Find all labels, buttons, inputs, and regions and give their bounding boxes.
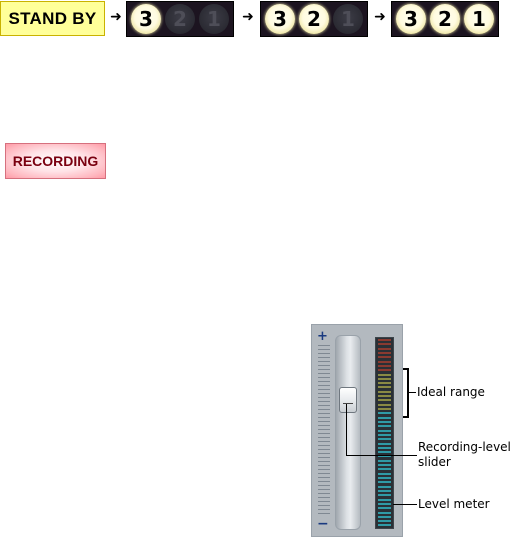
meter-segment (378, 416, 391, 419)
meter-segment (378, 390, 391, 393)
bracket-bottom (403, 416, 409, 418)
slider-label-line2: slider (418, 455, 451, 469)
recording-indicator: RECORDING (5, 143, 106, 179)
countdown-1: 3 2 1 (391, 1, 499, 37)
meter-segment (378, 446, 391, 449)
meter-segment (378, 494, 391, 497)
countdown-digit: 1 (464, 4, 494, 34)
meter-segment (378, 356, 391, 359)
meter-segment (378, 515, 391, 518)
meter-segment (378, 507, 391, 510)
meter-segment (378, 438, 391, 441)
bracket-vertical (407, 368, 409, 418)
meter-segment (378, 477, 391, 479)
countdown-digit: 3 (396, 4, 426, 34)
countdown-digit: 3 (131, 4, 161, 34)
meter-segment (378, 351, 391, 354)
slider-leader-vertical (346, 404, 347, 456)
slider-scale (318, 345, 330, 517)
meter-segment (378, 459, 391, 462)
countdown-digit: 1 (199, 4, 229, 34)
standby-indicator: STAND BY (0, 1, 105, 36)
arrow-right-icon: ➜ (374, 9, 386, 25)
countdown-digit: 2 (430, 4, 460, 34)
meter-segment (378, 377, 391, 380)
recording-label: RECORDING (12, 153, 99, 169)
slider-leader-horizontal (346, 455, 417, 456)
level-meter (375, 337, 394, 529)
meter-segment (378, 425, 391, 428)
countdown-digit: 1 (333, 4, 363, 34)
meter-segment (378, 498, 391, 501)
meter-segment (378, 386, 391, 389)
meter-segment (378, 451, 391, 454)
recording-level-slider-thumb[interactable] (339, 386, 357, 413)
ideal-range-leader (409, 392, 416, 393)
meter-segment (378, 408, 391, 410)
meter-segment (378, 399, 391, 402)
meter-segment (378, 433, 391, 436)
meter-segment (378, 420, 391, 423)
meter-segment (378, 502, 391, 505)
arrow-right-icon: ➜ (242, 9, 254, 25)
countdown-3: 3 2 1 (126, 1, 234, 37)
slider-track[interactable] (335, 335, 361, 530)
countdown-digit: 2 (165, 4, 195, 34)
meter-segment (378, 403, 391, 406)
meter-segment (378, 369, 391, 372)
recording-level-panel: + − (311, 324, 403, 537)
meter-segment (378, 468, 391, 471)
bracket-top (403, 368, 409, 370)
meter-segment (378, 339, 391, 341)
meter-segment (378, 360, 391, 363)
meter-segment (378, 524, 391, 527)
countdown-digit: 2 (299, 4, 329, 34)
meter-segment (378, 485, 391, 488)
meter-segment (378, 347, 391, 350)
meter-segment (378, 511, 391, 514)
slider-label-line1: Recording-level (418, 440, 511, 454)
meter-segment (378, 373, 391, 376)
slider-label: Recording-level slider (418, 440, 511, 470)
meter-segment (378, 412, 391, 415)
countdown-digit: 3 (265, 4, 295, 34)
meter-segment (378, 489, 391, 492)
standby-label: STAND BY (8, 8, 97, 28)
meter-leader (393, 504, 417, 505)
meter-segment (378, 382, 391, 385)
meter-segment (378, 395, 391, 398)
meter-segment (378, 343, 391, 346)
countdown-2: 3 2 1 (260, 1, 368, 37)
meter-segment (378, 520, 391, 523)
meter-segment (378, 364, 391, 367)
plus-icon: + (317, 329, 328, 344)
meter-segment (378, 455, 391, 458)
meter-segment (378, 464, 391, 467)
meter-segment (378, 481, 391, 484)
arrow-right-icon: ➜ (110, 9, 122, 25)
meter-segment (378, 472, 391, 475)
meter-segment (378, 442, 391, 445)
minus-icon: − (317, 516, 329, 532)
level-meter-label: Level meter (418, 497, 490, 511)
ideal-range-label: Ideal range (417, 385, 485, 399)
meter-segment (378, 429, 391, 432)
